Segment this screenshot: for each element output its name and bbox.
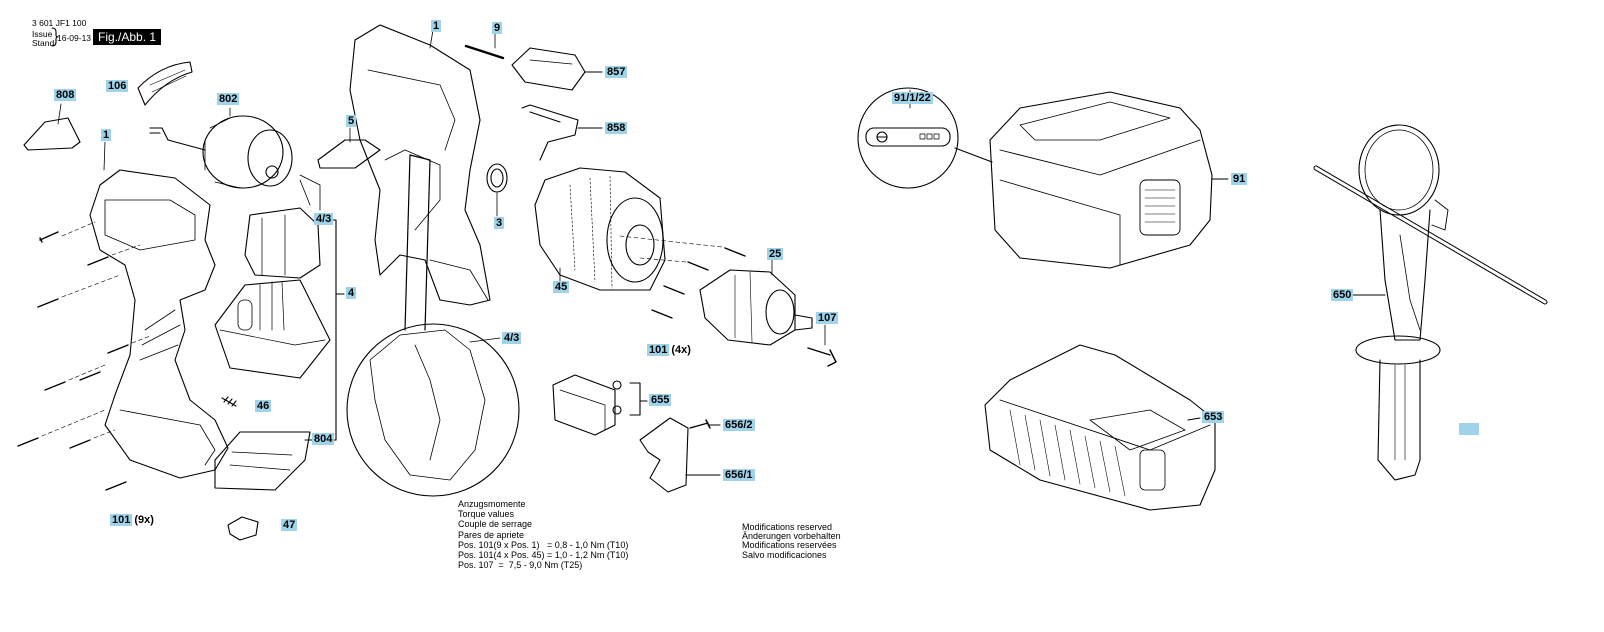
label-4: 4 xyxy=(346,287,357,299)
label-45: 45 xyxy=(553,281,570,293)
part-47-knob xyxy=(227,516,259,541)
label-4-3-detail: 4/3 xyxy=(502,332,522,344)
part-857-slider xyxy=(511,47,586,91)
torque-line: Pos. 101(4 x Pos. 45) = 1,0 - 1,2 Nm (T1… xyxy=(458,550,629,561)
detail-circle xyxy=(346,154,520,497)
part-1-housing-left xyxy=(89,141,229,479)
part-3-ring xyxy=(486,163,508,217)
label-650: 650 xyxy=(1331,289,1354,301)
label-25: 25 xyxy=(767,248,784,260)
label-857: 857 xyxy=(605,66,628,78)
part-650-side-handle xyxy=(1313,124,1548,481)
label-1-left: 1 xyxy=(101,129,112,141)
figure-title: Fig./Abb. 1 xyxy=(93,29,162,45)
label-5: 5 xyxy=(346,115,357,127)
label-4-3-top: 4/3 xyxy=(314,213,334,225)
bracket-4 xyxy=(317,219,337,441)
torque-line: Pares de apriete xyxy=(458,529,525,540)
label-808: 808 xyxy=(54,89,77,101)
part-4-switch-assembly xyxy=(214,207,331,379)
part-653-charger xyxy=(984,344,1216,511)
part-45-gearbox xyxy=(534,167,666,291)
screws-101-left xyxy=(17,221,151,491)
torque-line: Torque values xyxy=(458,509,515,520)
notice-line: Änderungen vorbehalten xyxy=(742,531,841,542)
torque-line: Pos. 107 = 7,5 - 9,0 Nm (T25) xyxy=(458,560,583,571)
part-6561-clip xyxy=(639,417,689,493)
label-653: 653 xyxy=(1202,411,1225,423)
battery-label-detail xyxy=(857,87,993,189)
label-107: 107 xyxy=(816,312,839,324)
part-808-sticker xyxy=(23,103,81,151)
label-101-4x: 101(4x) xyxy=(647,344,691,356)
label-91: 91 xyxy=(1231,173,1248,185)
part-1-housing-right xyxy=(349,24,491,306)
modifications-notice: Modifications reserved Änderungen vorbeh… xyxy=(742,522,841,560)
label-858: 858 xyxy=(605,122,628,134)
part-655-holder xyxy=(552,374,622,436)
part-9-pin xyxy=(464,44,505,60)
issue-label: Issue xyxy=(32,29,53,39)
label-656-2: 656/2 xyxy=(723,419,755,431)
notice-line: Salvo modificaciones xyxy=(742,549,827,560)
empty-label-box xyxy=(1459,423,1479,435)
screws-101-right xyxy=(619,235,746,319)
label-106: 106 xyxy=(106,80,129,92)
label-9: 9 xyxy=(492,22,503,34)
torque-line: Pos. 101(9 x Pos. 1) = 0,8 - 1,0 Nm (T10… xyxy=(458,539,629,550)
part-25-chuck xyxy=(699,259,813,346)
issue-date: 16-09-13 xyxy=(57,33,92,43)
part-5-button xyxy=(317,139,381,169)
torque-line: Anzugsmomente xyxy=(458,499,526,509)
document-number: 3 601 JF1 100 xyxy=(32,18,87,28)
label-47: 47 xyxy=(281,519,298,531)
torque-values-block: Anzugsmomente Torque values Couple de se… xyxy=(458,499,628,570)
notice-line: Modifications reservées xyxy=(742,540,837,551)
part-804-cover xyxy=(214,431,311,491)
part-107-screw xyxy=(807,347,837,367)
label-3: 3 xyxy=(494,217,505,229)
stand-label: Stand xyxy=(32,38,55,48)
label-802: 802 xyxy=(217,93,240,105)
part-106-badge xyxy=(137,61,193,106)
label-91-1-22: 91/1/22 xyxy=(892,92,933,104)
part-46-spring xyxy=(221,396,237,407)
label-1-center: 1 xyxy=(431,20,442,32)
part-858-clip xyxy=(521,104,579,161)
notice-line: Modifications reserved xyxy=(742,522,833,532)
label-655: 655 xyxy=(649,394,672,406)
torque-line: Couple de serrage xyxy=(458,519,533,530)
part-91-battery xyxy=(989,91,1229,269)
label-101-9x: 101(9x) xyxy=(110,514,154,526)
label-46: 46 xyxy=(255,400,272,412)
part-802-motor xyxy=(149,107,321,211)
part-6562-screw xyxy=(689,419,711,429)
label-804: 804 xyxy=(312,433,335,445)
label-656-1: 656/1 xyxy=(723,469,755,481)
